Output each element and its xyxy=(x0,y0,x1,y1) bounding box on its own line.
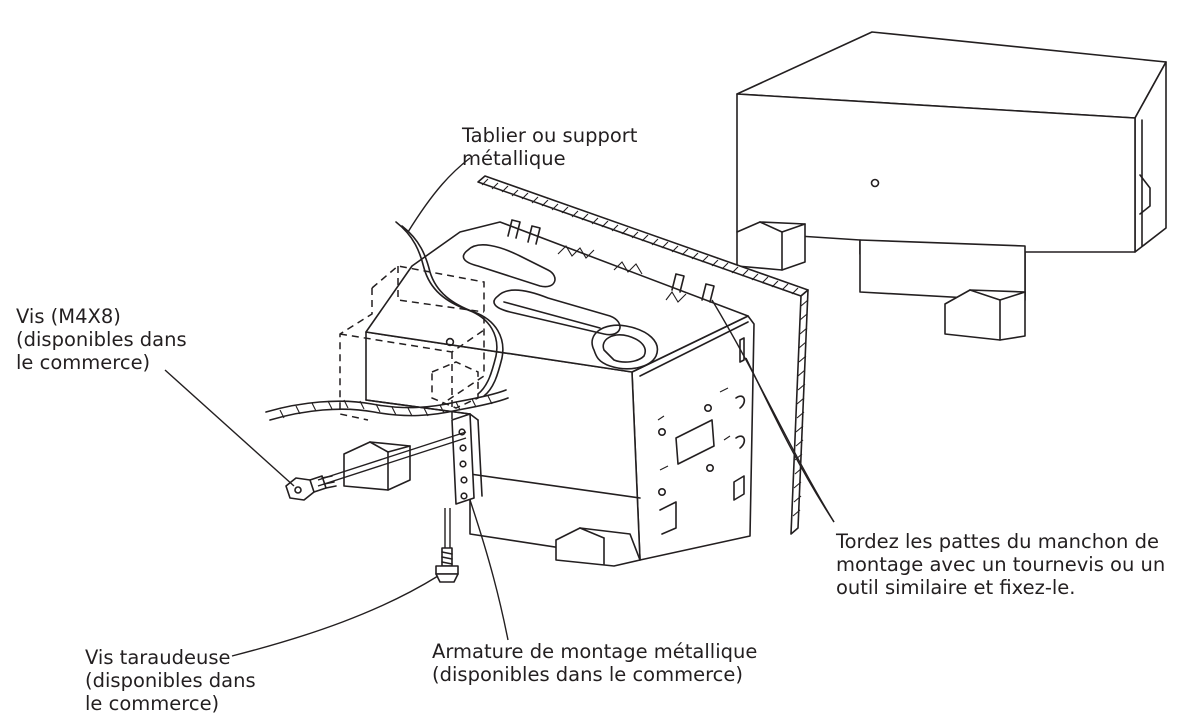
head-unit xyxy=(736,31,1167,341)
tapping-screw-label-line-2: (disponibles dans xyxy=(85,669,256,692)
bracket-label: Armature de montage métallique (disponib… xyxy=(432,640,757,686)
screw-label-line-3: le commerce) xyxy=(16,351,151,374)
dashboard-label: Tablier ou support métallique xyxy=(462,124,637,170)
leader-lines xyxy=(164,157,835,657)
bracket-label-line-1: Armature de montage métallique xyxy=(432,640,758,663)
screw-label: Vis (M4X8) (disponibles dans le commerce… xyxy=(16,305,187,374)
dashboard-edge xyxy=(265,221,509,421)
tapping-screw-label-line-1: Vis taraudeuse xyxy=(85,646,231,669)
screw-label-line-2: (disponibles dans xyxy=(16,328,187,351)
metal-bracket-strip xyxy=(445,337,483,505)
mounting-sleeve xyxy=(343,219,755,567)
tapping-screw-label-line-3: le commerce) xyxy=(85,692,220,715)
tabs-instruction-label: Tordez les pattes du manchon de montage … xyxy=(836,530,1165,599)
bracket-label-line-2: (disponibles dans le commerce) xyxy=(432,663,744,686)
screw-label-line-1: Vis (M4X8) xyxy=(16,305,121,328)
tabs-instruction-line-2: montage avec un tournevis ou un xyxy=(836,553,1166,576)
tapping-screw xyxy=(435,508,459,583)
tabs-instruction-line-3: outil similaire et fixez-le. xyxy=(836,576,1076,599)
dashboard-label-line-2: métallique xyxy=(462,147,566,170)
tapping-screw-label: Vis taraudeuse (disponibles dans le comm… xyxy=(85,646,256,715)
m4x8-screw xyxy=(285,431,467,501)
tabs-instruction-line-1: Tordez les pattes du manchon de xyxy=(836,530,1159,553)
dashboard-label-line-1: Tablier ou support xyxy=(462,124,638,147)
